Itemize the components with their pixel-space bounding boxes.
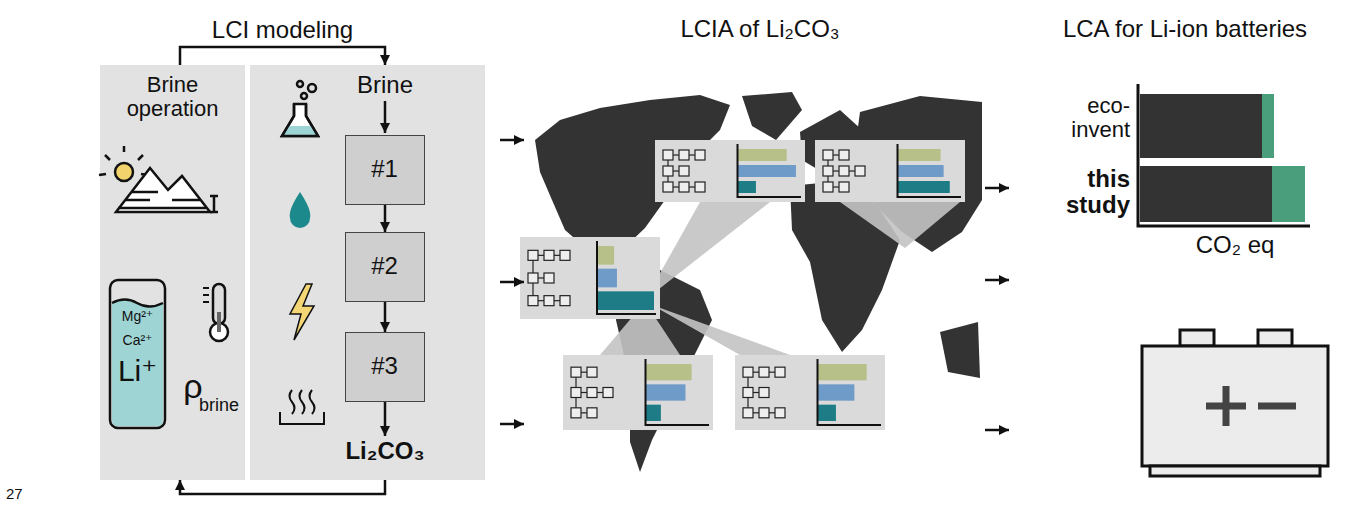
region-inset — [520, 237, 660, 319]
bar-label: eco- invent — [1056, 94, 1130, 142]
bar-label: this study — [1034, 166, 1130, 219]
density-subscript: brine — [199, 396, 245, 416]
region-inset — [655, 140, 805, 202]
line-number: 27 — [6, 486, 36, 503]
battery-icon — [1142, 330, 1328, 476]
region-inset — [563, 355, 713, 430]
process-box: #3 — [345, 332, 425, 402]
panel-fill — [100, 65, 245, 480]
box-label: #2 — [371, 253, 398, 279]
panel-fill — [250, 65, 485, 480]
process-box: #1 — [345, 135, 425, 205]
input-icons — [280, 81, 324, 424]
box-label: #3 — [371, 353, 398, 379]
flow-arrows — [385, 101, 1009, 436]
column-title: LCIA of Li₂CO₃ — [630, 16, 890, 42]
flow-connector — [384, 302, 387, 332]
column-title: LCA for Li-ion batteries — [1030, 16, 1340, 42]
world-map — [535, 92, 982, 472]
ion-label: Ca²⁺ — [111, 333, 164, 348]
panel-text: Brine operation — [100, 73, 245, 121]
flow-connector — [180, 47, 385, 65]
flow-connector — [180, 480, 385, 494]
ion-label: Li⁺ — [111, 354, 164, 387]
region-inset — [815, 140, 965, 202]
process-panel: #1 #2 #3 BrineLi₂CO₃ — [250, 65, 485, 480]
box-label: #1 — [371, 156, 398, 182]
region-inset — [735, 355, 885, 430]
panel-text: Li₂CO₃ — [320, 438, 450, 464]
panel-text: Brine — [335, 72, 435, 98]
brine-icons — [99, 146, 228, 428]
co2-bar-chart — [1138, 84, 1310, 226]
ion-label: Mg²⁺ — [111, 309, 164, 324]
process-panel: Brine operation — [100, 65, 245, 480]
process-box: #2 — [345, 232, 425, 302]
axis-label: CO₂ eq — [1170, 232, 1300, 258]
edge-label: LCI modeling — [209, 17, 356, 43]
flow-connector — [384, 205, 387, 232]
